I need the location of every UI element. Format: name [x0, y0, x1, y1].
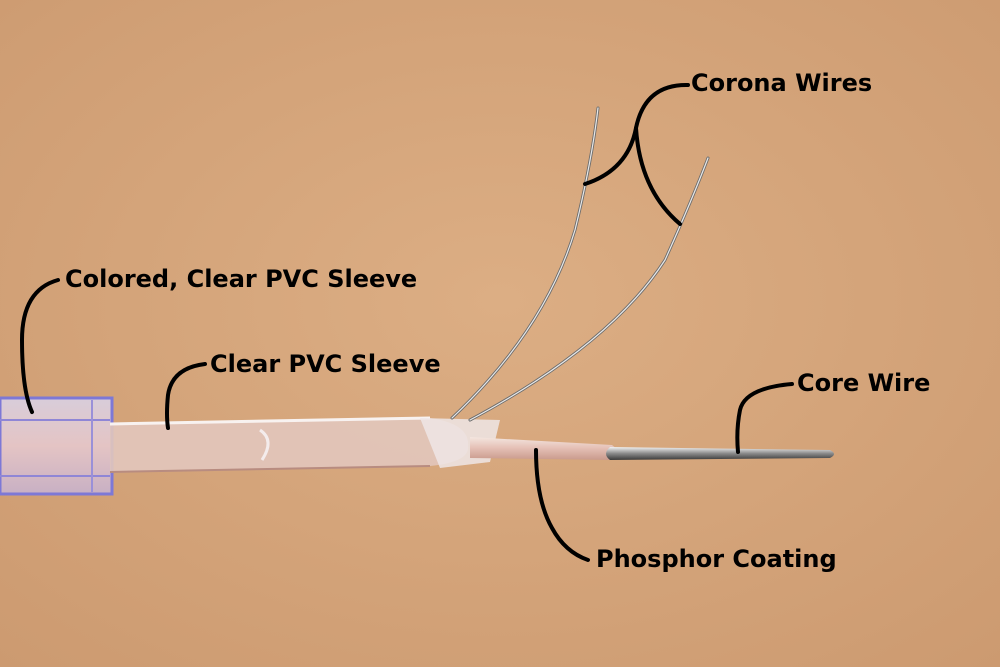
corona-wires [450, 106, 710, 422]
core-wire [606, 447, 834, 460]
leader-phosphor [534, 448, 590, 562]
colored-pvc-sleeve [0, 396, 114, 496]
phosphor-tube [470, 437, 617, 460]
leader-lines [19, 82, 794, 562]
corona-wires-label: Corona Wires [691, 69, 873, 97]
colored-sleeve-label: Colored, Clear PVC Sleeve [65, 265, 418, 293]
leader-core-wire [735, 382, 794, 454]
leader-clear-sleeve [165, 362, 207, 430]
clear-sleeve-label: Clear PVC Sleeve [210, 350, 441, 378]
core-wire-label: Core Wire [797, 369, 931, 397]
leader-corona-wires-2 [634, 126, 682, 226]
phosphor-coating-label: Phosphor Coating [596, 545, 837, 573]
leader-colored-sleeve [19, 278, 60, 414]
